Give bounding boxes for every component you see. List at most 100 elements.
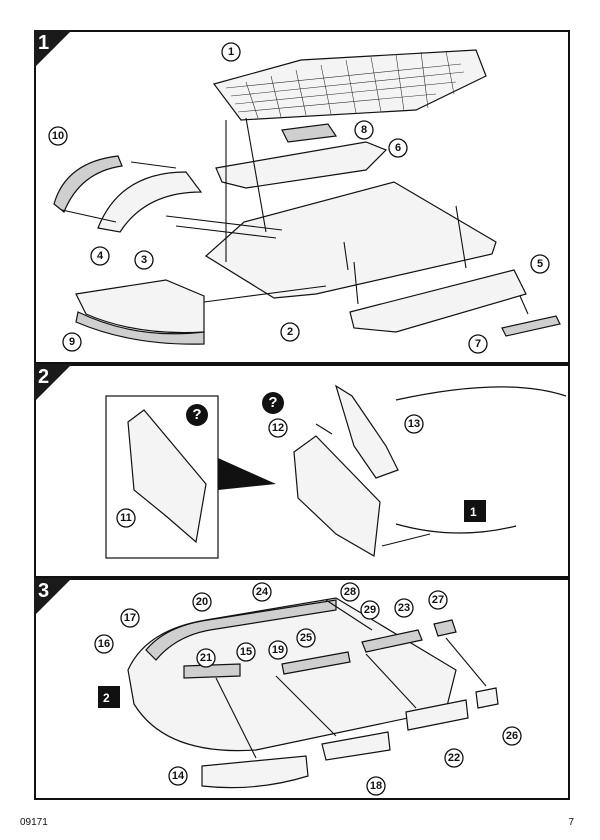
svg-text:2: 2 [287,326,293,338]
callout-20: 20 [192,592,212,612]
part-4 [97,171,203,233]
svg-text:27: 27 [432,594,444,606]
pointer-triangle [218,458,276,490]
part-12 [293,435,381,557]
help-icon: ? [262,392,284,414]
part-18 [321,731,391,761]
grille-strip [145,599,337,661]
page-number: 7 [568,817,574,828]
step-badge [34,30,72,68]
callout-8: 8 [354,120,374,140]
part-9 [75,311,205,345]
callout-1: 1 [221,42,241,62]
callout-5: 5 [530,254,550,274]
part-26 [475,687,499,709]
callout-23: 23 [394,598,414,618]
part-15 [183,663,241,679]
svg-text:22: 22 [448,752,460,764]
svg-text:8: 8 [361,124,367,136]
svg-text:14: 14 [172,770,185,782]
step-badge [34,578,72,616]
callout-25: 25 [296,628,316,648]
svg-text:26: 26 [506,730,518,742]
svg-text:19: 19 [272,644,284,656]
svg-text:25: 25 [300,632,312,644]
part-23 [361,629,423,653]
callout-17: 17 [120,608,140,628]
svg-text:13: 13 [408,418,420,430]
svg-text:15: 15 [240,646,252,658]
callout-4: 4 [90,246,110,266]
part-22 [405,699,469,731]
callout-2: 2 [280,322,300,342]
part-27 [433,619,457,637]
part-6 [215,141,388,189]
svg-text:6: 6 [395,142,401,154]
callout-11: 11 [116,508,136,528]
reference-step-number: 2 [103,691,110,705]
svg-text:18: 18 [370,780,382,792]
reference-badge [464,500,486,522]
svg-text:12: 12 [272,422,284,434]
part-14 [201,755,309,789]
step-number: 2 [38,366,50,388]
svg-text:3: 3 [141,254,147,266]
svg-text:9: 9 [69,336,75,348]
part-8 [281,123,338,143]
svg-text:21: 21 [200,652,212,664]
callout-21: 21 [196,648,216,668]
ring-edge [395,386,567,401]
svg-text:24: 24 [256,586,269,598]
svg-text:23: 23 [398,602,410,614]
svg-text:7: 7 [475,338,481,350]
callout-18: 18 [366,776,386,796]
part-7 [501,315,561,337]
arrow [381,533,431,547]
step-badge [34,364,72,402]
callout-28: 28 [340,582,360,602]
help-icon: ? [186,404,208,426]
svg-text:5: 5 [537,258,543,270]
step-1-illustration: 1 2 3 4 5 6 7 8 9 10 [48,42,561,354]
base-plate [205,181,497,299]
callout-24: 24 [252,582,272,602]
step-3-illustration: 2 14 15 16 17 18 19 20 21 22 23 24 25 26… [94,582,522,796]
callout-27: 27 [428,590,448,610]
svg-text:16: 16 [98,638,110,650]
callout-13: 13 [404,414,424,434]
callout-16: 16 [94,634,114,654]
callout-15: 15 [236,642,256,662]
step-number: 3 [38,580,50,602]
step-2-illustration: 1 11 12 13 [105,384,567,559]
svg-text:20: 20 [196,596,208,608]
callout-26: 26 [502,726,522,746]
step-number: 1 [38,32,50,54]
callout-3: 3 [134,250,154,270]
callout-19: 19 [268,640,288,660]
svg-text:11: 11 [120,512,132,524]
svg-text:10: 10 [52,130,64,142]
part-5 [349,269,527,333]
part-10 [53,155,123,213]
part-13 [334,384,399,479]
svg-text:4: 4 [97,250,104,262]
callout-29: 29 [360,600,380,620]
arrow [315,423,333,435]
callout-10: 10 [48,126,68,146]
reference-step-number: 1 [470,505,477,519]
assembly-arrows [61,117,529,315]
callout-9: 9 [62,332,82,352]
part-19 [281,651,351,675]
callout-22: 22 [444,748,464,768]
svg-text:29: 29 [364,604,376,616]
step-2-panel: 2 1 11 12 13 ? ? [34,364,570,578]
svg-text:28: 28 [344,586,356,598]
part-11 [127,409,207,544]
svg-text:17: 17 [124,612,136,624]
front-body [127,597,457,752]
step-1-panel: 1 [34,30,570,364]
reference-badge [98,686,120,708]
callout-6: 6 [388,138,408,158]
svg-text:1: 1 [228,46,234,58]
callout-7: 7 [468,334,488,354]
